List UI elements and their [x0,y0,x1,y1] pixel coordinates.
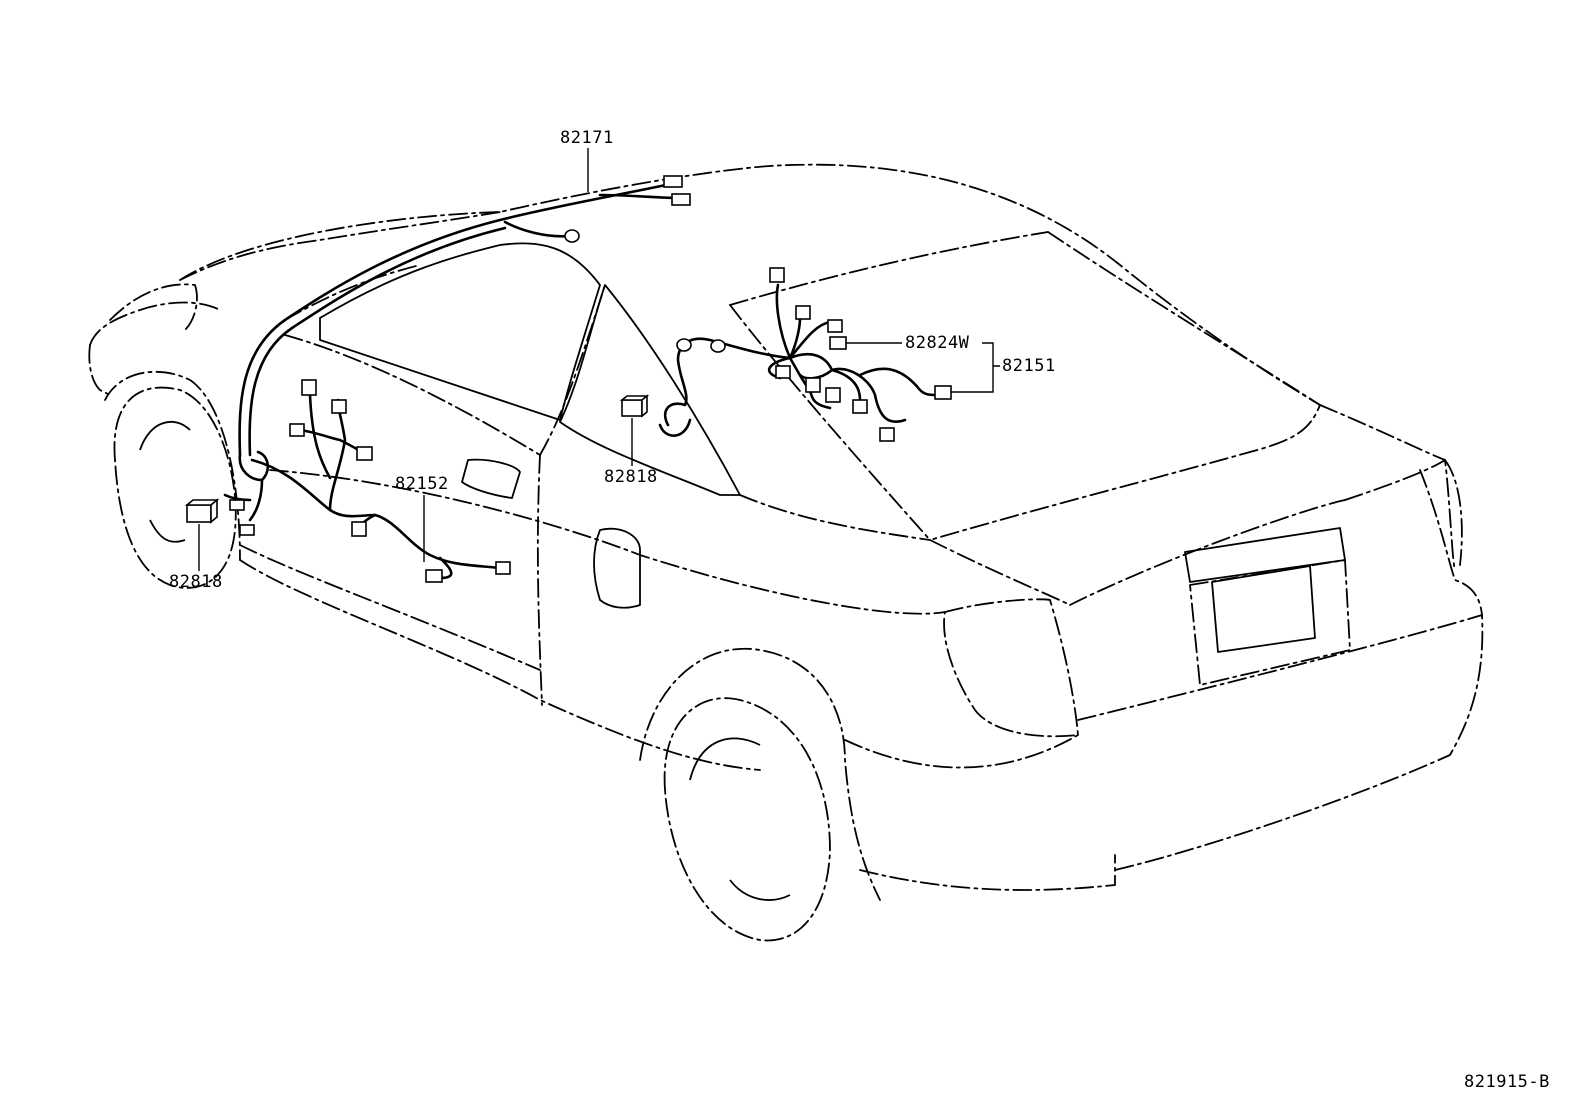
label-rear-harness-connector: 82824W [905,333,970,353]
roof-grommet [564,229,580,243]
door-connector-4 [356,446,373,461]
rear-grommet-1 [676,338,692,352]
rear-connector-5 [805,377,821,393]
rear-connector-82824w [829,336,847,350]
leader-82151 [951,342,1000,393]
label-rear-harness: 82151 [1002,356,1056,376]
rear-connector-1 [769,267,785,283]
door-connector-6 [425,569,443,583]
rear-connector-9 [934,385,952,400]
door-connector-5 [351,521,367,537]
rear-connector-6 [825,387,841,403]
door-connector-3 [289,423,305,437]
rear-connector-3 [827,319,843,333]
rear-connector-2 [795,305,811,320]
door-connector-1 [301,379,317,396]
rear-grommet-2 [710,339,726,353]
diagram-code: 821915-B [1464,1072,1550,1092]
hinge-wire-bundle [223,450,270,536]
quarter-junction-block [619,394,650,418]
rear-connector-4 [775,365,791,379]
car-body-outline [88,163,1484,942]
hinge-connector-b [239,524,255,536]
hinge-connector-a [229,499,245,511]
rear-wire-harness [658,267,952,442]
roof-connector-a [663,175,683,188]
leader-lines [198,148,1000,571]
label-front-block: 82818 [169,572,223,592]
rear-connector-7 [852,399,868,414]
roof-wire-harness [238,175,691,457]
rear-connector-8 [879,427,895,442]
label-door-harness: 82152 [395,474,449,494]
label-quarter-block: 82818 [604,467,658,487]
front-junction-block [184,498,220,524]
roof-connector-b [671,193,691,206]
label-roof-harness: 82171 [560,128,614,148]
door-connector-7 [495,561,511,575]
junction-blocks [184,394,650,524]
door-wire-harness [250,379,511,583]
door-connector-2 [331,399,347,414]
